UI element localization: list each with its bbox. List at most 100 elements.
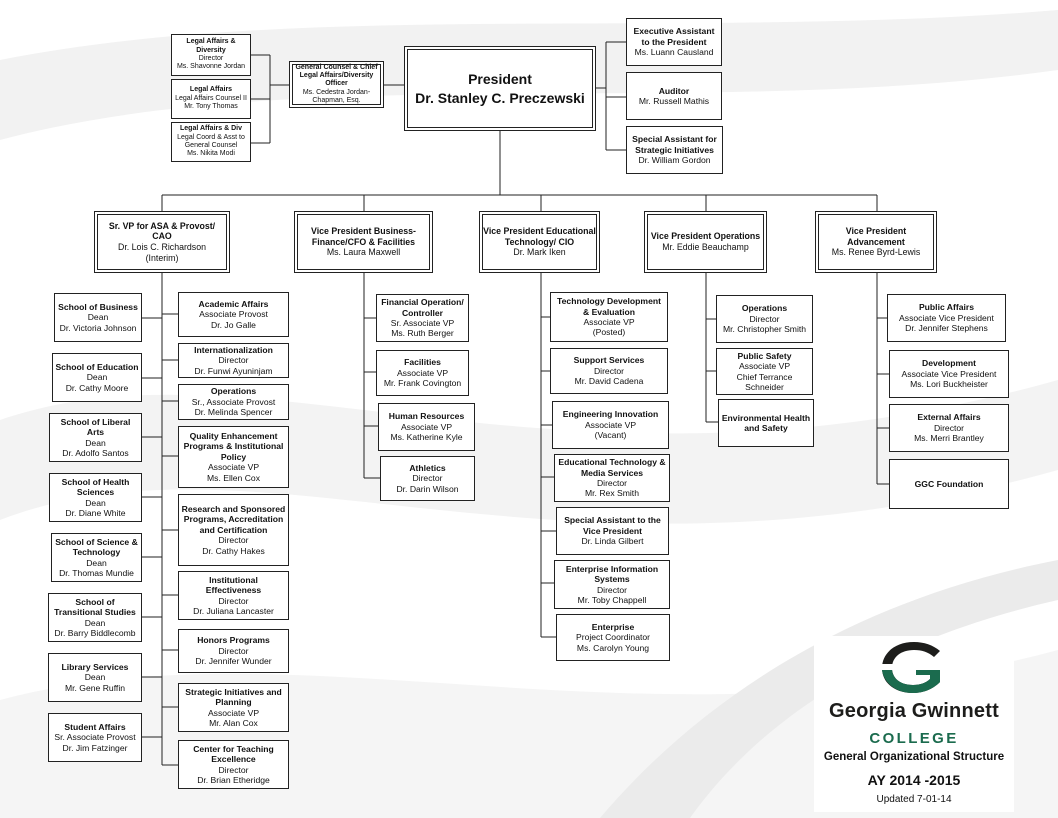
- box-role: Associate VP: [207, 462, 260, 473]
- box-role: Director: [218, 355, 249, 366]
- box-role: Dean: [85, 437, 106, 448]
- box-title: Financial Operation/ Controller: [381, 297, 464, 318]
- legal-affairs-div-box: Legal Affairs & Div Legal Coord & Asst t…: [171, 122, 251, 162]
- support-services-box: Support Services Director Mr. David Cade…: [550, 348, 668, 394]
- executive-assistant-box: Executive Assistant to the President Ms.…: [626, 18, 722, 66]
- box-name: Dr. Adolfo Santos: [62, 447, 129, 458]
- box-name: Ms. Merri Brantley: [914, 433, 984, 444]
- box-role: Associate Vice President: [901, 368, 997, 379]
- logo-college-text: COLLEGE: [869, 730, 959, 747]
- box-title: Educational Technology & Media Services: [558, 457, 666, 478]
- box-name: Dr. Funwi Ayuninjam: [194, 365, 273, 376]
- box-name: Dr. Thomas Mundie: [59, 567, 134, 578]
- external-affairs-box: External Affairs Director Ms. Merri Bran…: [889, 404, 1009, 452]
- school-education-box: School of Education Dean Dr. Cathy Moore: [52, 353, 142, 402]
- vp-finance-box: Vice President Business-Finance/CFO & Fa…: [294, 211, 433, 273]
- box-role: Dean: [86, 372, 108, 383]
- box-role: Director: [218, 764, 249, 775]
- box-title: Vice President Operations: [650, 231, 761, 242]
- box-role: Director: [933, 422, 965, 433]
- box-name: Dr. Cathy Moore: [65, 382, 129, 393]
- box-name: Mr. Russell Mathis: [638, 96, 710, 106]
- special-assistant-box: Special Assistant for Strategic Initiati…: [626, 126, 723, 174]
- box-title: Executive Assistant to the President: [633, 26, 715, 47]
- box-name: Dr. Jo Galle: [211, 319, 256, 330]
- box-title: Public Safety: [737, 350, 792, 361]
- college-logo-area: Georgia Gwinnett COLLEGE General Organiz…: [814, 636, 1014, 812]
- operations-provost-box: Operations Sr., Associate Provost Dr. Me…: [178, 384, 289, 420]
- box-title: Internationalization: [194, 344, 273, 355]
- box-name: Mr. Frank Covington: [383, 378, 462, 389]
- box-name: Mr. Toby Chappell: [577, 594, 647, 605]
- updated-date: Updated 7-01-14: [876, 794, 952, 805]
- box-title: Operations: [210, 386, 257, 397]
- box-role: Associate Provost: [199, 309, 268, 320]
- school-transitional-studies-box: School of Transitional Studies Dean Dr. …: [48, 593, 142, 642]
- box-name: Dr. Juliana Lancaster: [193, 605, 274, 616]
- educational-technology-media-box: Educational Technology & Media Services …: [554, 454, 670, 502]
- box-title: Quality Enhancement Programs & Instituti…: [183, 430, 284, 462]
- general-counsel-box: General Counsel & Chief Legal Affairs/Di…: [289, 61, 384, 108]
- ggc-foundation-box: GGC Foundation: [889, 459, 1009, 509]
- president-name: Dr. Stanley C. Preczewski: [415, 89, 585, 106]
- box-title: Academic Affairs: [198, 298, 269, 309]
- box-title: Library Services: [61, 661, 129, 672]
- box-name: Ms. Ellen Cox: [206, 472, 260, 483]
- president-title: President: [468, 71, 532, 88]
- box-name: Ms. Carolyn Young: [576, 642, 650, 653]
- school-business-box: School of Business Dean Dr. Victoria Joh…: [54, 293, 142, 342]
- student-affairs-box: Student Affairs Sr. Associate Provost Dr…: [48, 713, 142, 762]
- box-title: Legal Affairs & Diversity: [186, 38, 236, 54]
- athletics-box: Athletics Director Dr. Darin Wilson: [380, 456, 475, 501]
- box-role: Director: [218, 595, 249, 606]
- box-role: Director: [218, 535, 249, 546]
- box-title: School of Education: [55, 361, 139, 372]
- box-title: Operations: [741, 303, 788, 314]
- box-role: Associate Vice President: [899, 312, 994, 323]
- box-title: Athletics: [409, 462, 446, 473]
- library-services-box: Library Services Dean Mr. Gene Ruffin: [48, 653, 142, 702]
- center-teaching-excellence-box: Center for Teaching Excellence Director …: [178, 740, 289, 789]
- institutional-effectiveness-box: Institutional Effectiveness Director Dr.…: [178, 571, 289, 620]
- box-title: Center for Teaching Excellence: [193, 743, 274, 765]
- auditor-box: Auditor Mr. Russell Mathis: [626, 72, 722, 120]
- box-title: Honors Programs: [197, 635, 270, 646]
- box-name: Chief Terrance Schneider: [736, 371, 793, 392]
- box-role: Dean: [87, 312, 109, 323]
- box-title: Support Services: [573, 355, 645, 366]
- box-name: Ms. Shavonne Jordan: [176, 63, 246, 71]
- box-role: Project Coordinator: [575, 632, 651, 643]
- box-role: Associate VP: [400, 421, 453, 432]
- environmental-health-safety-box: Environmental Health and Safety: [718, 399, 814, 447]
- box-name: (Posted): [592, 327, 626, 338]
- box-title: Vice President Advancement: [845, 225, 907, 247]
- box-name: Dr. Jennifer Wunder: [195, 656, 272, 667]
- internationalization-box: Internationalization Director Dr. Funwi …: [178, 343, 289, 378]
- box-role: Director: [596, 584, 628, 595]
- quality-enhancement-box: Quality Enhancement Programs & Instituti…: [178, 426, 289, 488]
- box-name: Mr. David Cadena: [574, 376, 644, 387]
- box-name: Ms. Cedestra Jordan-Chapman, Esq.: [302, 88, 371, 105]
- box-name: Dr. Darin Wilson: [396, 483, 459, 494]
- box-role: Dean: [86, 557, 107, 568]
- box-name: Dr. Brian Etheridge: [197, 774, 270, 785]
- box-name: Ms. Lori Buckheister: [910, 379, 988, 390]
- box-title: Environmental Health and Safety: [721, 412, 811, 433]
- box-role: Director: [596, 478, 628, 488]
- box-name: Ms. Renee Byrd-Lewis: [831, 247, 921, 258]
- box-title: School of Science & Technology: [55, 536, 138, 558]
- human-resources-box: Human Resources Associate VP Ms. Katheri…: [378, 403, 475, 451]
- box-name: Dr. Mark Iken: [513, 247, 566, 258]
- box-title: School of Liberal Arts: [60, 416, 131, 438]
- box-title: Legal Affairs: [189, 86, 233, 94]
- legal-affairs-diversity-box: Legal Affairs & Diversity Director Ms. S…: [171, 34, 251, 76]
- box-title: Public Affairs: [918, 302, 975, 313]
- box-title: Special Assistant for Strategic Initiati…: [632, 134, 717, 155]
- box-name: Dr. Melinda Spencer: [194, 407, 273, 418]
- box-role: Associate VP: [583, 317, 635, 327]
- box-title: GGC Foundation: [914, 478, 984, 489]
- box-name: Ms. Luann Causland: [634, 47, 714, 58]
- box-name: Mr. Gene Ruffin: [64, 682, 126, 693]
- engineering-innovation-box: Engineering Innovation Associate VP (Vac…: [552, 401, 669, 449]
